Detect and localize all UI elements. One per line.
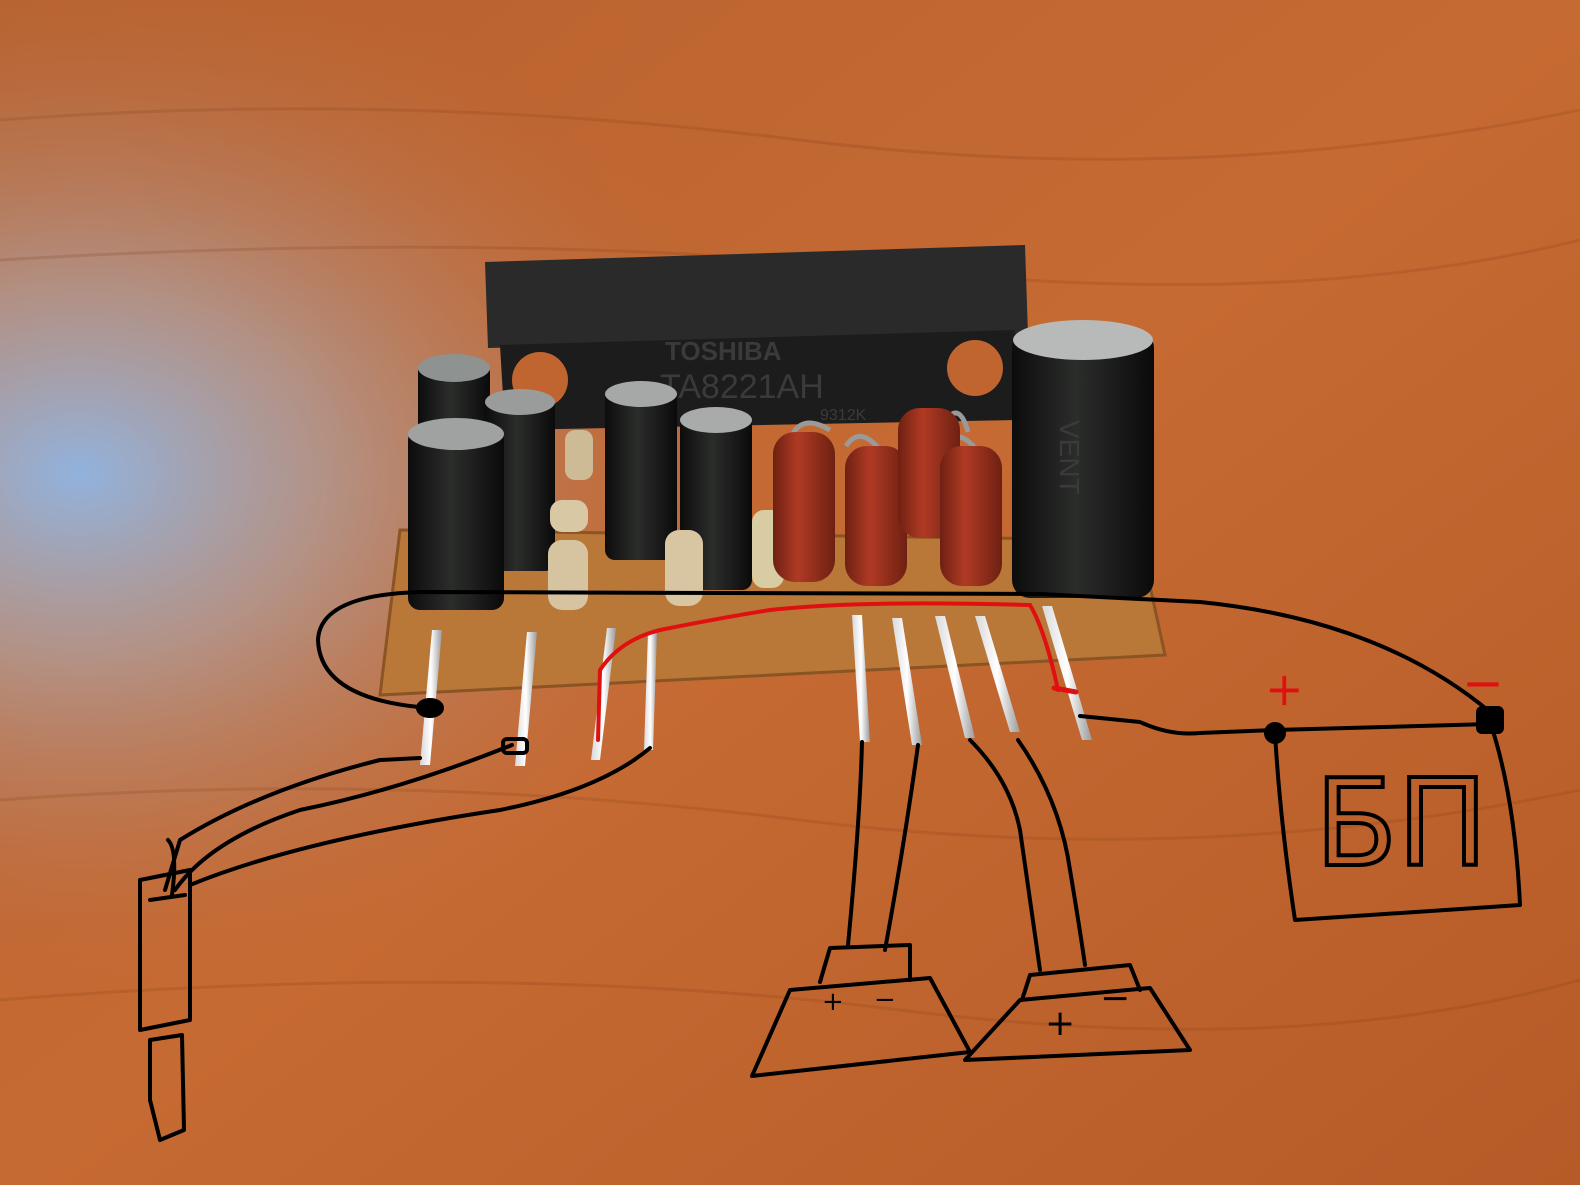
psu-minus-label: − — [1462, 654, 1504, 712]
red-wire — [596, 601, 1060, 742]
wood-grain — [0, 107, 1580, 1031]
amplifier-ic: TOSHIBA TA8221AH 9312K — [485, 245, 1028, 430]
red-resistors — [773, 408, 1002, 586]
black-wiring — [138, 590, 1522, 1142]
board-pins — [420, 606, 1092, 766]
speaker-right-plus: + — [1045, 1003, 1075, 1044]
speaker-right-minus: − — [1100, 978, 1130, 1019]
psu-plus-label: + — [1265, 662, 1304, 716]
psu-label: БП — [1315, 755, 1488, 894]
chip-code: 9312K — [820, 407, 867, 424]
speaker-left-plus: + — [822, 987, 844, 1017]
red-wire-tip — [1051, 685, 1079, 695]
chip-model: TA8221AH — [660, 368, 824, 406]
capacitor-brand: VENT — [1054, 420, 1085, 495]
large-capacitor: VENT — [1012, 320, 1154, 598]
chip-brand: TOSHIBA — [665, 336, 782, 366]
small-capacitors — [408, 354, 752, 610]
speaker-left-minus: − — [874, 985, 896, 1015]
